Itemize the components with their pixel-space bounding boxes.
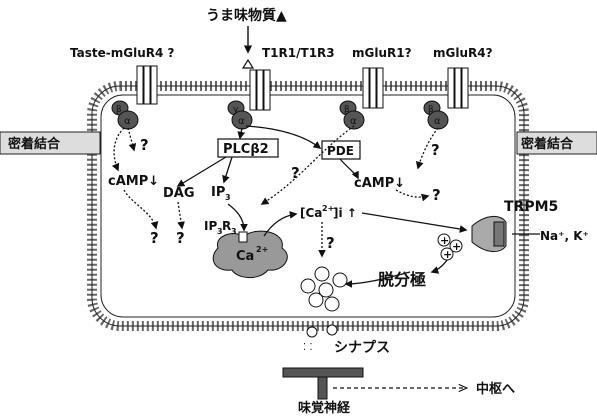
- svg-text:]i ↑: ]i ↑: [333, 206, 357, 220]
- signal-arrows: [114, 126, 466, 284]
- ca-i-label: [Ca 2+ ]i ↑: [300, 204, 357, 220]
- g-beta-3: β: [344, 105, 350, 115]
- camp-right-label: cAMP↓: [354, 176, 405, 191]
- receptor-mglur4: [448, 68, 468, 108]
- svg-text:[Ca: [Ca: [300, 206, 322, 220]
- question-mark-5: ?: [431, 141, 440, 159]
- ion-label: Na⁺, K⁺: [540, 229, 589, 243]
- svg-text:⁚ ⁚: ⁚ ⁚: [303, 342, 313, 353]
- svg-text:IP: IP: [211, 185, 225, 200]
- umami-substance-label: うま味物質▲: [206, 7, 287, 24]
- taste-nerve: [283, 368, 363, 399]
- receptor-taste-mglur4: [137, 66, 157, 104]
- svg-text:3: 3: [225, 193, 231, 202]
- svg-text:R: R: [222, 219, 231, 233]
- tight-junction-right: 密着結合: [517, 132, 597, 154]
- g-alpha-3: α: [350, 116, 357, 127]
- g-alpha-4: α: [434, 116, 441, 127]
- camp-left-label: cAMP↓: [108, 174, 159, 189]
- released-vesicles: ⁚ ⁚: [303, 325, 337, 353]
- g-beta-4: β: [428, 105, 434, 115]
- pde-label: PDE: [327, 144, 354, 158]
- receptor-label-mglur4: mGluR4?: [433, 46, 493, 60]
- g-gamma-2: γ: [233, 105, 239, 115]
- plc-label: PLCβ2: [223, 142, 269, 157]
- question-mark-7: ?: [326, 234, 335, 252]
- ip3-receptor-icon: [239, 232, 247, 242]
- g-alpha-1: α: [124, 116, 131, 127]
- plus-3: +: [443, 248, 452, 261]
- plus-1: +: [440, 234, 449, 247]
- question-mark-3: ?: [176, 229, 185, 247]
- question-mark-2: ?: [150, 229, 159, 247]
- depolarization-label: 脱分極: [378, 270, 426, 289]
- svg-text:IP: IP: [204, 219, 217, 233]
- tight-junction-left: 密着結合: [0, 132, 100, 154]
- receptor-t1r1-t1r3: [250, 70, 270, 110]
- g-protein-1: β α: [112, 101, 138, 129]
- svg-text:2+: 2+: [256, 245, 268, 254]
- trpm5-label: TRPM5: [504, 199, 558, 215]
- g-protein-3: β α: [340, 101, 364, 129]
- ligand-triangle-icon: [243, 60, 253, 68]
- receptor-mglur1: [363, 68, 383, 108]
- receptor-label-taste-mglur4: Taste-mGluR4 ?: [70, 46, 175, 60]
- question-mark-4: ?: [291, 164, 300, 182]
- question-mark-1: ?: [140, 136, 149, 154]
- positive-charge-group: + + +: [438, 234, 462, 261]
- g-protein-2: γ α: [228, 101, 252, 129]
- dag-label: DAG: [163, 186, 195, 201]
- tight-junction-left-label: 密着結合: [7, 136, 61, 152]
- svg-text:Ca: Ca: [236, 249, 254, 264]
- question-mark-6: ?: [432, 186, 441, 204]
- svg-text:3: 3: [231, 227, 237, 236]
- to-cns-label: 中枢へ: [476, 381, 515, 397]
- receptor-label-t1r1-t1r3: T1R1/T1R3: [262, 46, 335, 60]
- tight-junction-right-label: 密着結合: [520, 136, 574, 152]
- trpm5-channel: [472, 216, 506, 251]
- ip3-label: IP 3: [211, 185, 231, 202]
- taste-nerve-label: 味覚神経: [298, 400, 351, 416]
- g-protein-4: β α: [424, 101, 448, 129]
- synaptic-vesicles: [301, 267, 347, 311]
- g-alpha-2: α: [238, 116, 245, 127]
- plus-2: +: [452, 240, 461, 253]
- g-beta-1: β: [116, 105, 122, 115]
- synapse-label: シナプス: [334, 340, 390, 356]
- receptor-label-mglur1: mGluR1?: [352, 46, 412, 60]
- ip3r-label: IP 3 R 3: [204, 219, 237, 236]
